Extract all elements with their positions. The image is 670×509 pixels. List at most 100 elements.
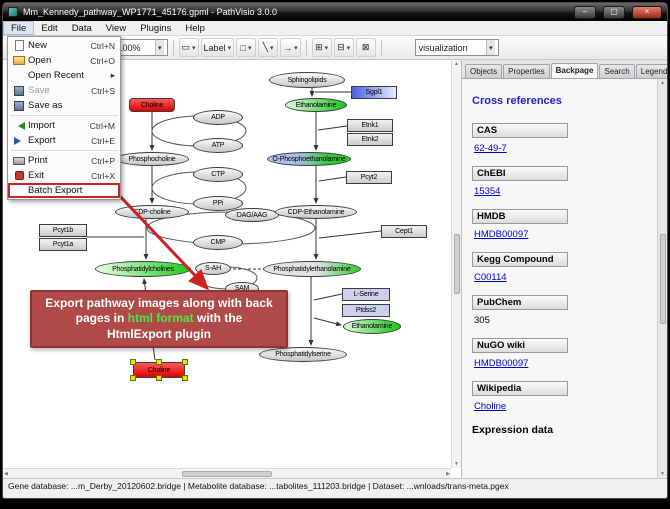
label-dropdown-button[interactable]: Label ▾ xyxy=(200,38,235,57)
annotation-text-suffix: with the HtmlExport plugin xyxy=(107,311,243,341)
zoom-select[interactable]: 100% ▾ xyxy=(113,39,168,56)
crossref-link[interactable]: HMDB00097 xyxy=(474,229,529,240)
scroll-up-icon[interactable]: ▲ xyxy=(660,80,665,86)
pathway-node-cept1[interactable]: Cept1 xyxy=(381,225,427,238)
scroll-right-icon[interactable]: ▶ xyxy=(446,470,450,477)
maximize-button[interactable]: ▢ xyxy=(603,5,625,19)
file-menu-item-batch-export[interactable]: Batch Export xyxy=(8,183,120,198)
pathway-node-cdp-choline[interactable]: CDP-choline xyxy=(115,205,189,219)
pathway-node-pcyt2[interactable]: Pcyt2 xyxy=(346,171,392,184)
scroll-down-icon[interactable]: ▼ xyxy=(454,461,459,467)
align-button[interactable]: ⊞▾ xyxy=(311,38,332,57)
pathway-node-dag-aag[interactable]: DAG/AAG xyxy=(225,208,279,222)
zoom-value: 100% xyxy=(117,42,141,53)
scroll-left-icon[interactable]: ◀ xyxy=(4,470,8,477)
pathway-node-etnk1[interactable]: Etnk1 xyxy=(347,119,393,132)
selection-handle[interactable] xyxy=(156,375,162,381)
canvas-vertical-scrollbar[interactable]: ▲ ▼ xyxy=(451,60,461,468)
toolbar-separator xyxy=(305,39,307,56)
pathway-node-ethanolamine[interactable]: Ethanolamine xyxy=(343,319,401,334)
pathway-node-phosphocholine[interactable]: Phosphocholine xyxy=(115,152,189,166)
pathway-node-ethanolamine[interactable]: Ethanolamine xyxy=(285,98,347,112)
menubar-item-file[interactable]: File xyxy=(3,21,35,35)
selection-handle[interactable] xyxy=(182,359,188,365)
shape-dropdown-button[interactable]: □ ▾ xyxy=(236,38,257,57)
stack-button[interactable]: ⊟▾ xyxy=(333,38,354,57)
minimize-button[interactable]: – xyxy=(574,5,596,19)
pathway-node-l-serine[interactable]: L-Serine xyxy=(342,288,390,301)
file-menu-item-open-recent[interactable]: Open Recent▸ xyxy=(8,68,120,83)
minimize-icon: – xyxy=(582,7,588,16)
title-bar[interactable]: Mm_Kennedy_pathway_WP1771_45176.gpml - P… xyxy=(3,3,667,21)
group-button[interactable]: ⊠ xyxy=(355,38,376,57)
crossref-link[interactable]: HMDB00097 xyxy=(474,358,529,369)
horizontal-scroll-thumb[interactable] xyxy=(182,470,272,477)
pathway-node-o-phosphoethanolamine[interactable]: O-Phosphoethanolamine xyxy=(267,152,351,166)
open-icon xyxy=(10,56,28,65)
pathway-node-ctp[interactable]: CTP xyxy=(193,167,243,182)
expression-data-heading: Expression data xyxy=(472,424,554,436)
canvas-horizontal-scrollbar[interactable]: ◀ ▶ xyxy=(3,468,451,478)
chevron-down-icon: ▾ xyxy=(248,44,252,52)
pathway-node-sgpl1[interactable]: Sgpl1 xyxy=(351,86,397,99)
tab-objects[interactable]: Objects xyxy=(465,64,503,78)
tab-backpage[interactable]: Backpage xyxy=(550,63,599,78)
selection-handle[interactable] xyxy=(156,359,162,365)
visualization-select[interactable]: visualization ▾ xyxy=(414,39,499,56)
pathway-node-s-ah[interactable]: S-AH xyxy=(195,262,231,275)
pathway-node-phosphatidylserine[interactable]: Phosphatidylserine xyxy=(259,347,347,362)
panel-scroll-thumb[interactable] xyxy=(659,233,666,324)
pathway-node-pcyt1b[interactable]: Pcyt1b xyxy=(39,224,87,237)
scroll-up-icon[interactable]: ▲ xyxy=(454,61,459,67)
tab-search[interactable]: Search xyxy=(599,64,635,78)
menubar-item-plugins[interactable]: Plugins xyxy=(140,22,172,34)
pathway-node-cdp-ethanolamine[interactable]: CDP-Ethanolamine xyxy=(275,205,357,219)
menubar-item-help[interactable]: Help xyxy=(185,22,205,34)
crossref-link[interactable]: C00114 xyxy=(474,272,507,283)
selection-handle[interactable] xyxy=(182,375,188,381)
menubar-item-edit[interactable]: Edit xyxy=(41,22,58,34)
pathway-node-ptdss2[interactable]: Ptdss2 xyxy=(342,304,390,317)
maximize-icon: ▢ xyxy=(610,7,618,16)
pathway-node-pcyt1a[interactable]: Pcyt1a xyxy=(39,238,87,251)
pathway-node-cmp[interactable]: CMP xyxy=(193,235,243,250)
pathway-node-phosphatidylcholines[interactable]: Phosphatidylcholines xyxy=(95,261,191,277)
exit-icon xyxy=(10,171,28,180)
menu-item-shortcut: Ctrl+E xyxy=(91,135,115,146)
pathway-node-etnk2[interactable]: Etnk2 xyxy=(347,133,393,146)
close-button[interactable]: × xyxy=(632,5,662,19)
vertical-scroll-thumb[interactable] xyxy=(453,234,460,294)
datanode-dropdown-button[interactable]: ▭ ▾ xyxy=(178,38,199,57)
pathway-node-atp[interactable]: ATP xyxy=(193,138,243,153)
pathway-node-phosphatidylethanolamine[interactable]: Phosphatidylethanolamine xyxy=(263,261,361,277)
import-icon xyxy=(10,121,28,130)
file-menu-item-save-as[interactable]: Save as xyxy=(8,98,120,113)
crossref-link[interactable]: 15354 xyxy=(474,186,501,197)
pathway-node-adp[interactable]: ADP xyxy=(193,110,243,125)
pathway-node-choline[interactable]: Choline xyxy=(129,98,175,112)
save-glyph xyxy=(14,100,24,111)
tab-legend[interactable]: Legend xyxy=(635,64,667,78)
crossref-link[interactable]: 62-49-7 xyxy=(474,143,507,154)
pathway-node-sphingolipids[interactable]: Sphingolipids xyxy=(269,72,345,88)
selection-handle[interactable] xyxy=(130,375,136,381)
line-dropdown-button[interactable]: ╲ ▾ xyxy=(258,38,279,57)
selection-handle[interactable] xyxy=(130,359,136,365)
crossref-link[interactable]: Choline xyxy=(474,401,507,412)
scroll-down-icon[interactable]: ▼ xyxy=(660,471,665,477)
arrow-dropdown-button[interactable]: → ▾ xyxy=(280,38,301,57)
menubar-item-data[interactable]: Data xyxy=(71,22,92,34)
menubar-item-view[interactable]: View xyxy=(105,22,127,34)
panel-scrollbar[interactable]: ▲ ▼ xyxy=(657,79,667,478)
tab-properties[interactable]: Properties xyxy=(503,64,550,78)
